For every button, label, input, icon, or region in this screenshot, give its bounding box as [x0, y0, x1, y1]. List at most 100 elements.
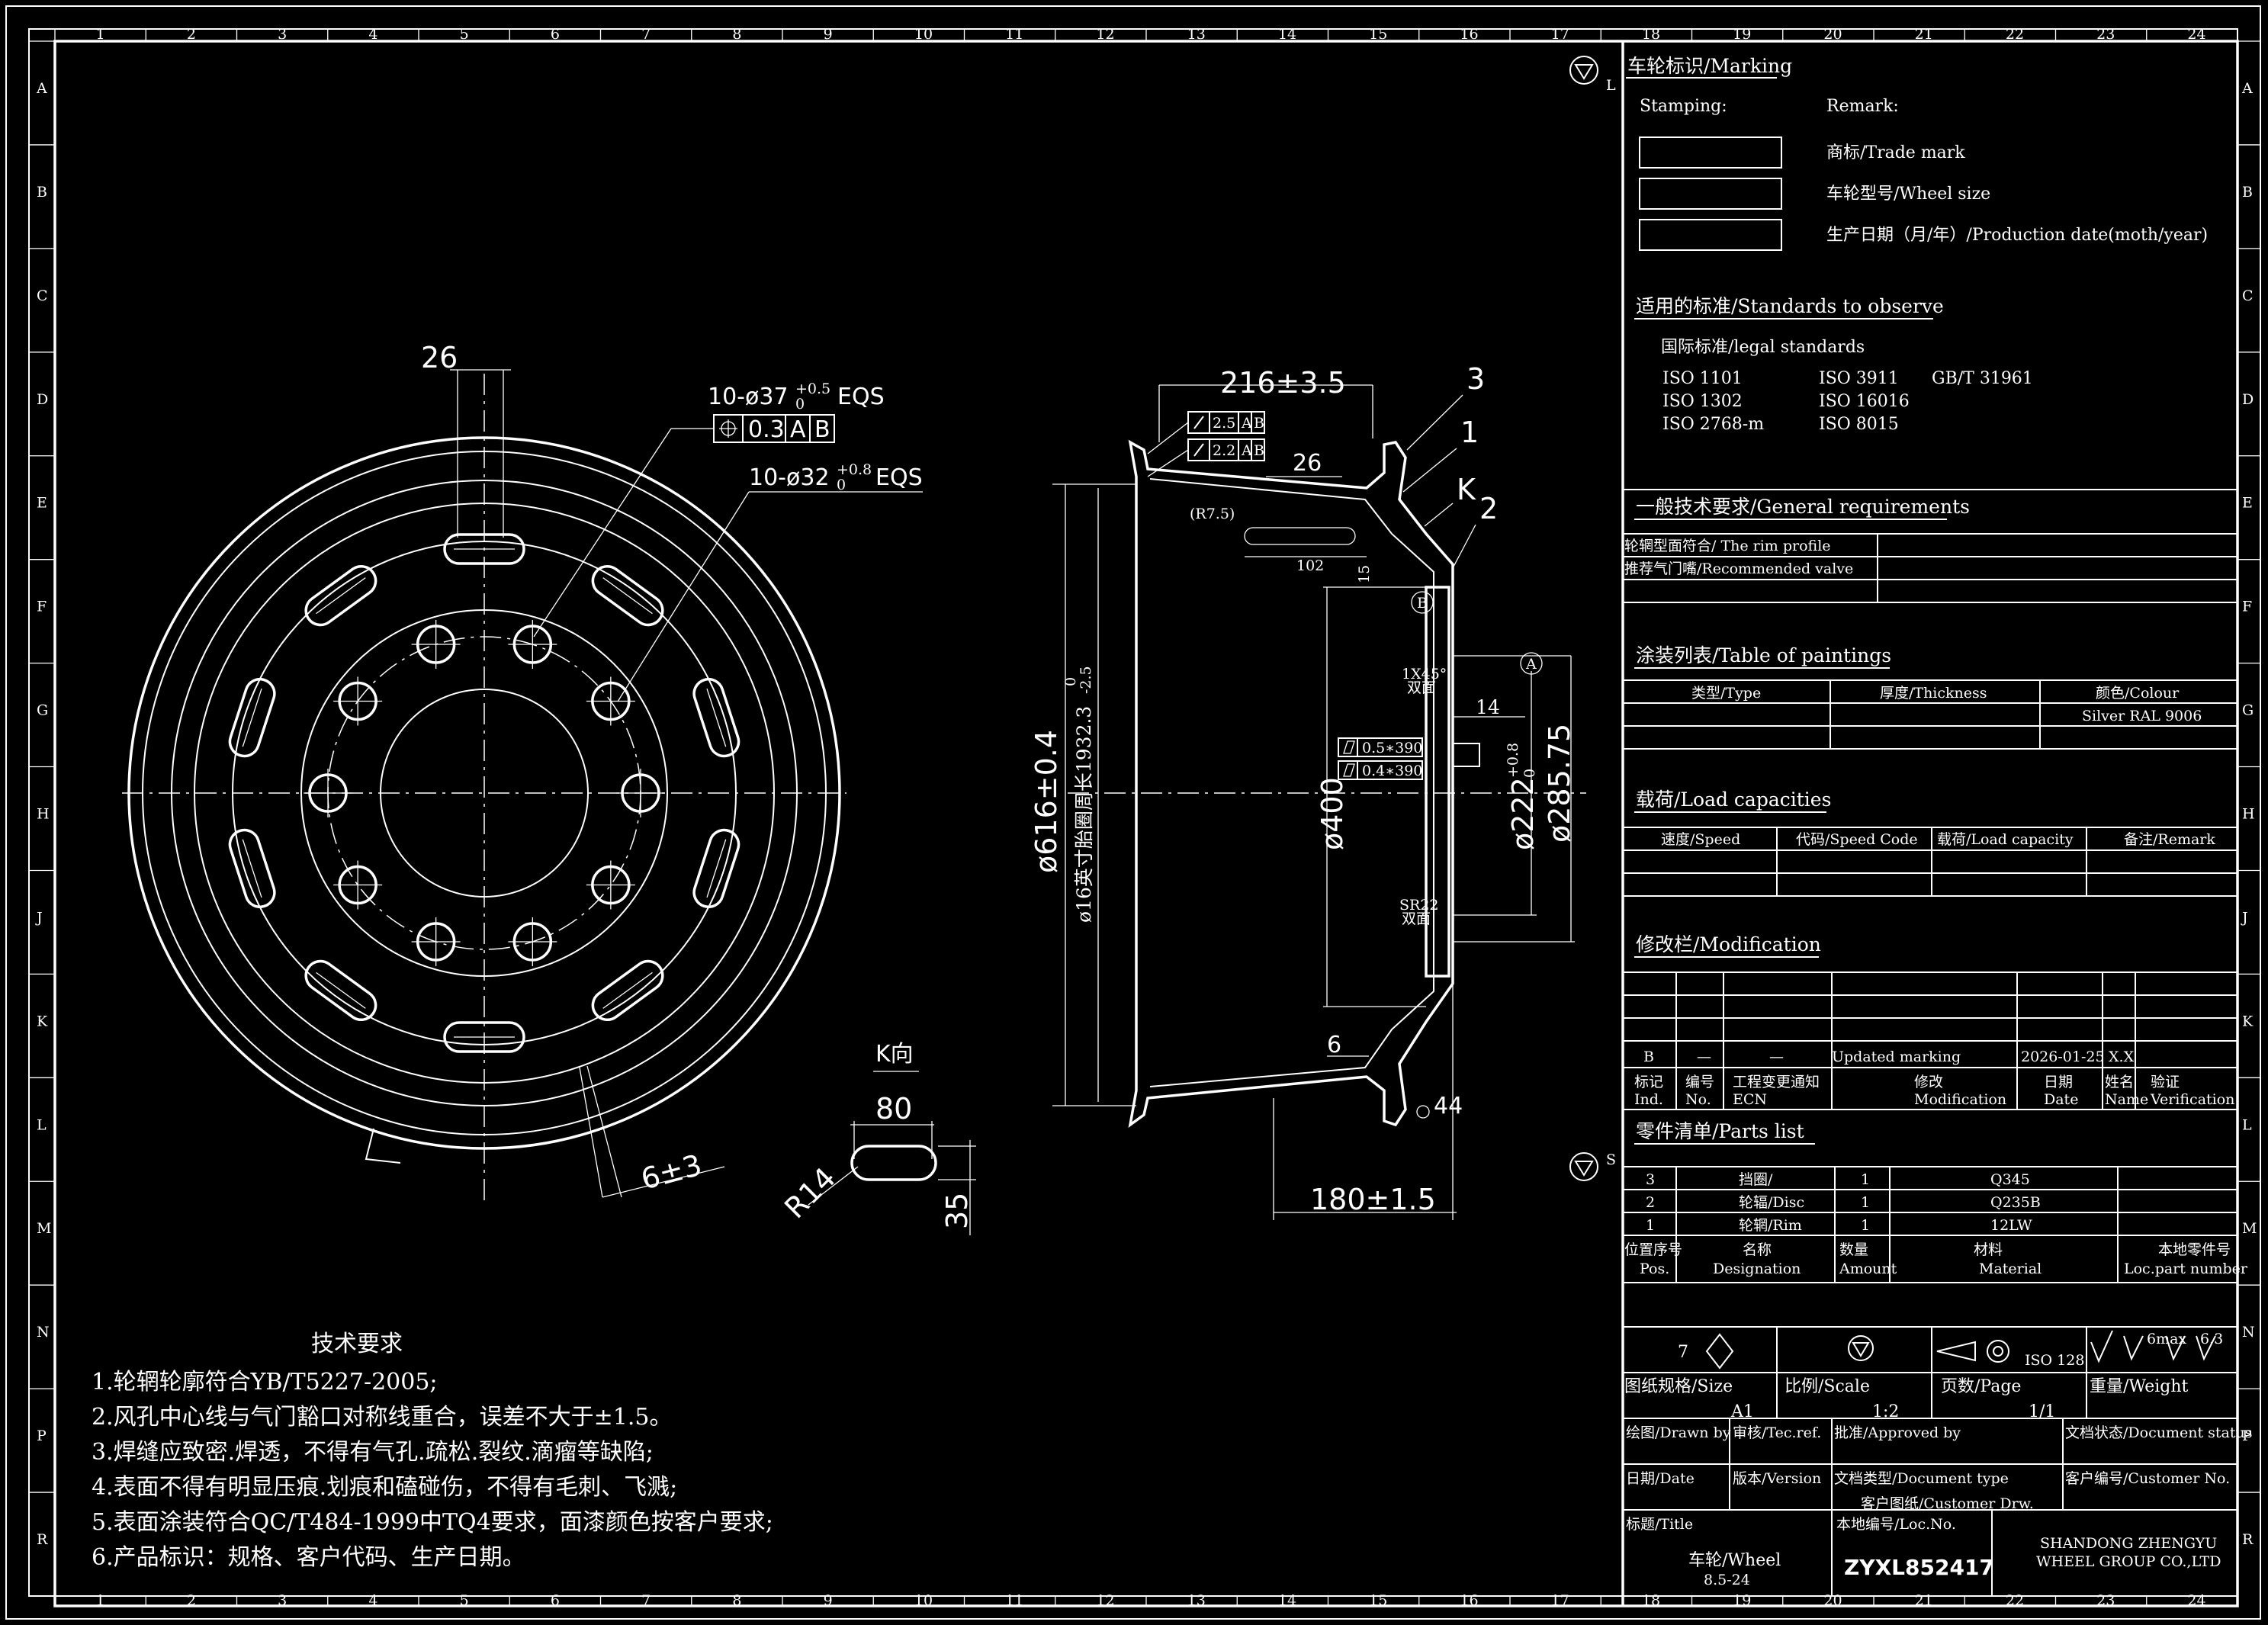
ruler-number: 21	[1915, 26, 1933, 43]
parts-header: 本地零件号	[2158, 1241, 2231, 1258]
disc-section	[1425, 586, 1450, 978]
ruler-letter: B	[37, 184, 47, 201]
parts-header: Material	[1979, 1260, 2042, 1277]
projection-icon	[1848, 1335, 1874, 1361]
mark-l: L	[1606, 77, 1616, 94]
mod-header: 验证	[2151, 1074, 2180, 1090]
tech-req-title: 技术要求	[311, 1331, 403, 1357]
runout2-ref-b: B	[1254, 442, 1264, 459]
ruler-number: 19	[1733, 26, 1751, 43]
paint-header: 颜色/Colour	[2096, 685, 2180, 702]
mod-header: Date	[2044, 1091, 2078, 1108]
ruler-letter: C	[2242, 287, 2254, 304]
remark-label: Remark:	[1826, 97, 1899, 116]
hole1-tol: +0.5	[795, 381, 830, 397]
ruler-number: 1	[96, 1592, 105, 1609]
std-item: ISO 1101	[1662, 369, 1743, 388]
cone-circle	[1987, 1340, 2009, 1363]
vent-hole-axis	[242, 839, 262, 898]
load-header: 代码/Speed Code	[1796, 831, 1918, 848]
ruler-number: 11	[1005, 1592, 1023, 1609]
std-item: ISO 1302	[1662, 392, 1743, 411]
hole2-tol: +0.8	[837, 461, 872, 478]
vent-hole-outline	[228, 828, 276, 909]
mod-header: Modification	[1914, 1091, 2006, 1108]
gen-row: 推荐气门嘴/Recommended valve	[1624, 560, 1853, 577]
tech-req-item: 4.表面不得有明显压痕.划痕和磕碰伤，不得有毛刺、飞溅;	[92, 1474, 677, 1501]
ruler-number: 14	[1278, 1592, 1296, 1609]
k-height: 35	[940, 1193, 974, 1229]
ruler-number: 7	[641, 1592, 651, 1609]
vent-hole-axis	[602, 971, 653, 1009]
ruler-number: 8	[732, 26, 741, 43]
ruler-number: 9	[824, 1592, 833, 1609]
dia-1932: ø16英寸胎圈周长1932.3	[1073, 706, 1095, 923]
mod-cell: 2026-01-25	[2021, 1049, 2105, 1065]
parts-header: Loc.part number	[2124, 1260, 2248, 1277]
sym-63: 6.3	[2200, 1331, 2223, 1347]
parts-cell: 12LW	[1990, 1217, 2032, 1234]
tech-req-item: 2.风孔中心线与气门豁口对称线重合，误差不大于±1.5。	[92, 1404, 672, 1431]
doc-status-label: 文档状态/Document status	[2065, 1424, 2252, 1441]
projection-icon	[1569, 1152, 1598, 1181]
loc-label: 本地编号/Loc.No.	[1836, 1516, 1956, 1533]
ruler-letter: K	[37, 1013, 48, 1029]
ruler-number: 22	[2006, 26, 2024, 43]
load-header: 载荷/Load capacity	[1937, 831, 2074, 848]
vent-hole-outline	[591, 564, 664, 627]
ruler-letter: K	[2242, 1013, 2254, 1029]
ruler-number: 12	[1096, 1592, 1114, 1609]
flatness-frame	[1338, 737, 1423, 757]
ruler-number: 12	[1096, 26, 1114, 43]
parts-header: 位置序号	[1624, 1241, 1682, 1258]
std-item: ISO 3911	[1819, 369, 1899, 388]
datum-b	[1411, 591, 1434, 614]
valve-hole	[1244, 527, 1356, 545]
paint-colour: Silver RAL 9006	[2082, 708, 2202, 724]
parts-cell: 挡圈/	[1739, 1171, 1773, 1188]
parts-cell: 1	[1646, 1217, 1655, 1234]
parts-header: 材料	[1974, 1241, 2003, 1258]
chamfer: 1X45°	[1402, 666, 1447, 682]
mark-s: S	[1606, 1151, 1616, 1168]
iso-128: ISO 128	[2025, 1352, 2084, 1369]
diamond-icon	[1705, 1333, 1734, 1370]
drawn-label: 绘图/Drawn by	[1626, 1424, 1731, 1441]
bolt-holes	[304, 620, 665, 966]
r75: (R7.5)	[1190, 506, 1235, 522]
tech-requirements: 技术要求 1.轮辋轮廓符合YB/T5227-2005; 2.风孔中心线与气门豁口…	[92, 1331, 773, 1571]
parts-header: 名称	[1743, 1241, 1772, 1258]
ruler-letter: P	[2242, 1427, 2252, 1444]
hole2-tol2: 0	[837, 477, 846, 493]
wheel-size-label: 车轮型号/Wheel size	[1826, 185, 1990, 204]
vent-hole	[304, 564, 377, 627]
ruler-number: 18	[1642, 26, 1660, 43]
parts-header: 数量	[1839, 1241, 1868, 1258]
mod-title: 修改栏/Modification	[1636, 933, 1821, 955]
parts-header: Pos.	[1640, 1260, 1669, 1277]
outer-frame	[5, 5, 2261, 1620]
vent-hole-axis	[706, 688, 727, 747]
ruler-number: 7	[641, 26, 651, 43]
vent-hole-outline	[443, 533, 525, 565]
front-view: 26 10-ø37 +0.5 0 EQS 0.3 A B 10-ø32 +0.8…	[122, 341, 923, 1205]
ruler-letter: B	[2242, 184, 2253, 201]
valve-dim: 6±3	[638, 1148, 705, 1196]
ruler-number: 24	[2187, 26, 2205, 43]
ruler-number: 13	[1187, 26, 1206, 43]
vent-hole-axis	[602, 577, 653, 615]
mod-header: 标记	[1634, 1074, 1663, 1090]
std-item: ISO 2768-m	[1662, 415, 1764, 434]
standards-title: 适用的标准/Standards to observe	[1636, 295, 1944, 317]
tech-req-item: 5.表面涂装符合QC/T484-1999中TQ4要求，面漆颜色按客户要求;	[92, 1509, 773, 1536]
gdt-value: 0.3	[748, 416, 785, 443]
size-label: 图纸规格/Size	[1624, 1377, 1733, 1396]
parts-cell: Q345	[1990, 1171, 2030, 1188]
customer-no-label: 客户编号/Customer No.	[2065, 1470, 2230, 1487]
ruler-letter: A	[36, 80, 47, 97]
parts-cell: Q235B	[1990, 1194, 2041, 1211]
parts-cell: 轮辐/Disc	[1739, 1194, 1804, 1211]
dim-26-sec: 26	[1293, 450, 1322, 477]
ruler-number: 3	[278, 26, 287, 43]
